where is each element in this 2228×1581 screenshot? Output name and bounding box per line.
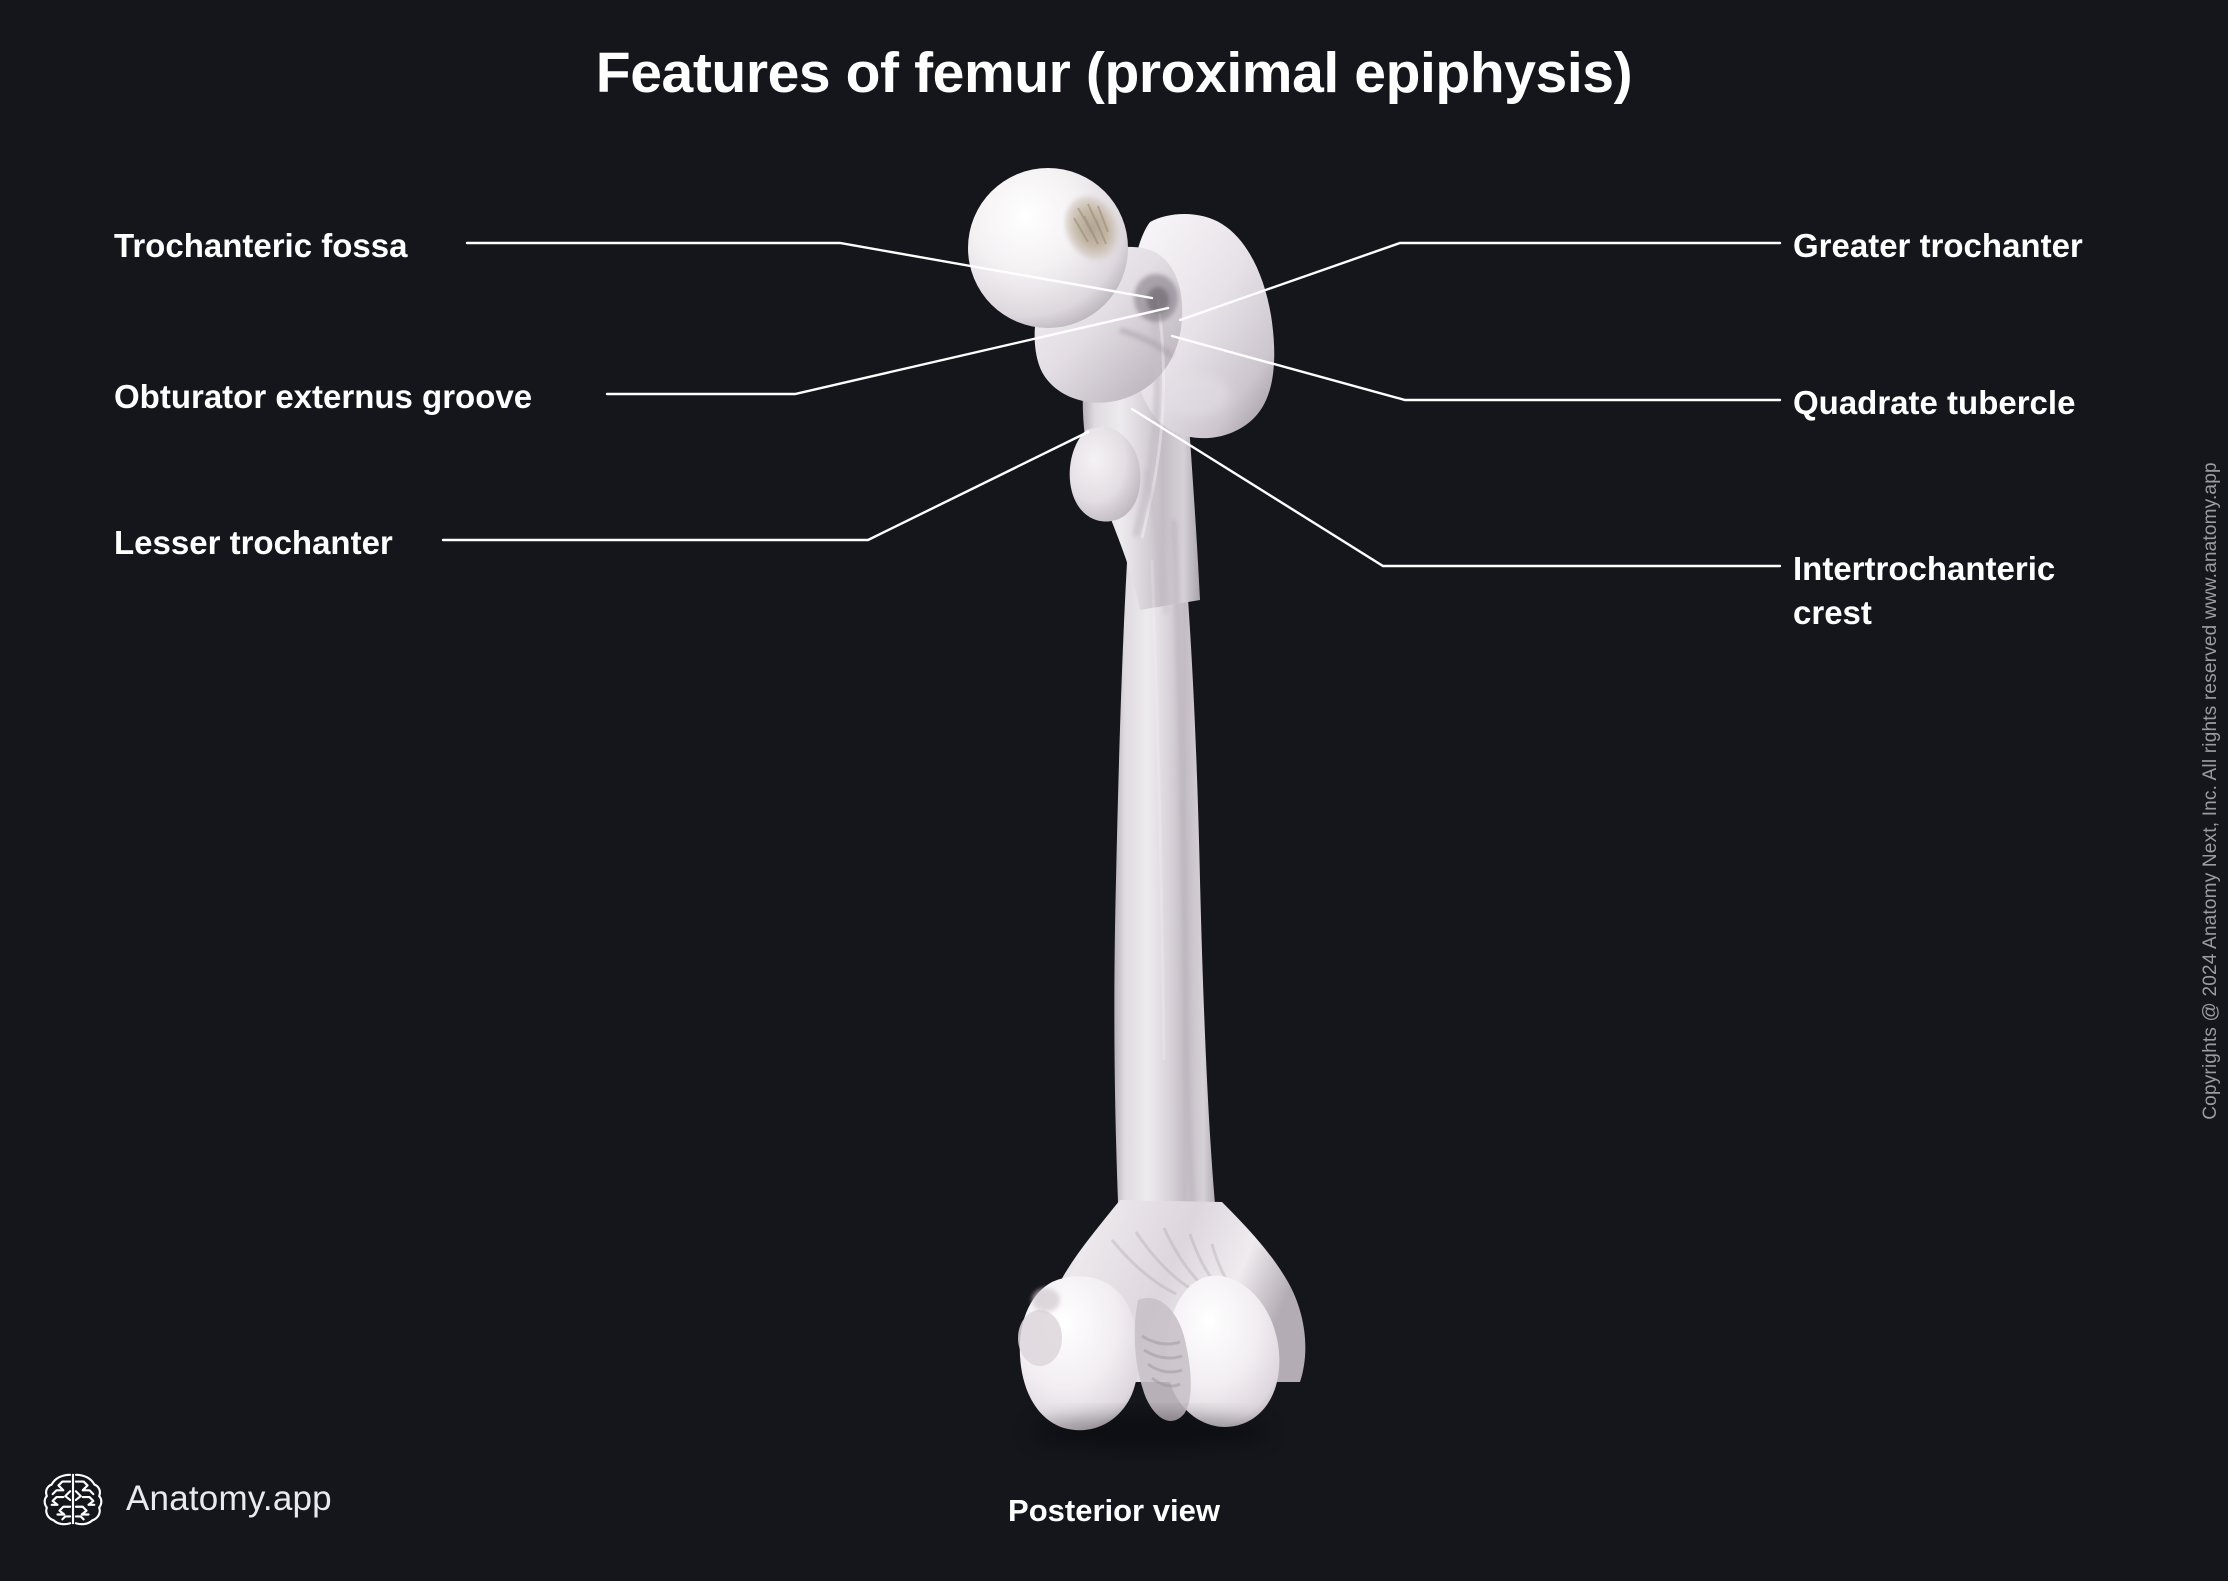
quadrate-tubercle-bump [1162,373,1230,417]
copyright-notice: Copyrights @ 2024 Anatomy Next, Inc. All… [2200,461,2221,1120]
medial-epicondyle [1018,1310,1062,1366]
page-title: Features of femur (proximal epiphysis) [595,41,1633,105]
intercondylar-fossa [1134,1297,1191,1421]
fovea-texture [1073,203,1109,245]
label-obturator-externus-groove[interactable]: Obturator externus groove [114,378,533,415]
intercondylar-texture [1141,1334,1183,1388]
femoral-shaft [1114,400,1218,1250]
label-intertrochanteric-crest[interactable]: Intertrochanteric crest [1793,550,2056,631]
label-quadrate-tubercle[interactable]: Quadrate tubercle [1793,384,2076,421]
bone-shadow [1030,1416,1270,1448]
adductor-tubercle [1032,1288,1060,1312]
label-greater-trochanter[interactable]: Greater trochanter [1793,227,2083,264]
label-trochanteric-fossa[interactable]: Trochanteric fossa [114,227,408,264]
linea-aspera [1171,519,1197,1216]
trochanteric-fossa-deep [1147,287,1169,313]
brain-icon [43,1473,103,1526]
brand-name: Anatomy.app [126,1479,332,1518]
label-lesser-trochanter[interactable]: Lesser trochanter [114,524,393,561]
brand-logo[interactable]: Anatomy.app [42,1468,332,1530]
femur-bone [968,168,1306,1448]
lateral-condyle [1165,1275,1280,1427]
view-caption: Posterior view [1008,1493,1220,1528]
shaft-highlight [1150,559,1166,1061]
